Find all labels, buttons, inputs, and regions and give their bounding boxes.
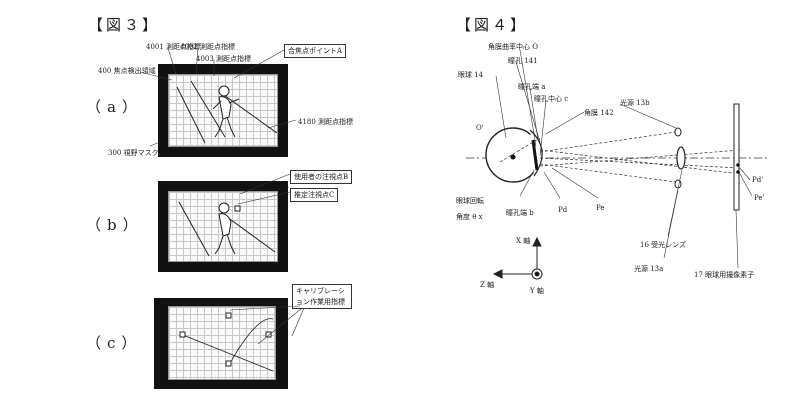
- label-eyeball-14: 眼球 14: [458, 71, 484, 79]
- person-figure-b: [214, 202, 236, 255]
- label-z-axis: Z 軸: [480, 281, 495, 289]
- focus-detection-area-a: [168, 74, 278, 147]
- person-figure-a: [212, 85, 240, 138]
- light-source-13a: [674, 179, 682, 189]
- pupil: [531, 139, 539, 171]
- panel-label-b: （b）: [86, 216, 144, 234]
- label-pupil-141: 瞳孔 141: [508, 57, 538, 65]
- coordinate-axes: [492, 236, 543, 280]
- label-light-13b: 光源 13b: [620, 99, 650, 107]
- calib-marker-bottom: [225, 360, 232, 367]
- label-pupil-center-c: 瞳孔中心 c: [534, 95, 569, 103]
- callout-user-gaze-b: 使用者の注視点B: [290, 170, 353, 184]
- viewfinder-b: [158, 181, 288, 272]
- callout-calibration-index: キャリブレーション作業用指標: [292, 284, 352, 309]
- focus-detection-area-b: [168, 191, 278, 262]
- callout-focus-point-a: 合焦点ポイントA: [284, 44, 347, 58]
- panel-label-a: （a）: [86, 98, 143, 116]
- callout-4180: 4180 測距点指標: [298, 118, 354, 126]
- callout-4002: 4002 測距点指標: [180, 43, 236, 51]
- calib-marker-right: [265, 331, 272, 338]
- label-cornea-center: 角膜曲率中心 O: [488, 43, 538, 51]
- label-pe: Pe: [596, 204, 605, 212]
- callout-focus-area: 400 焦点検出領域: [98, 67, 156, 75]
- callout-view-mask: 300 視野マスク: [108, 149, 159, 157]
- label-light-13a: 光源 13a: [634, 265, 664, 273]
- label-pe-prime: Pe': [754, 194, 765, 202]
- eyeball-center-dot: [510, 154, 516, 160]
- label-o-prime: O': [476, 124, 484, 132]
- calib-marker-left: [179, 331, 186, 338]
- callout-4003: 4003 測距点指標: [196, 55, 252, 63]
- eye-image-sensor-17: [733, 103, 740, 211]
- label-pd: Pd: [558, 206, 568, 214]
- label-receiving-lens: 16 受光レンズ: [640, 241, 686, 249]
- label-eye-rotation: 眼球回転: [456, 197, 484, 205]
- label-pupil-edge-b: 瞳孔端 b: [506, 209, 534, 217]
- callout-4001: 4001 測距点指標: [146, 43, 202, 51]
- label-pd-prime: Pd': [752, 176, 764, 184]
- diagram-b: [178, 201, 276, 257]
- label-angle-theta-x: 角度 θ x: [456, 213, 483, 221]
- calibration-area-c: [168, 306, 276, 380]
- fig3-title: 【図３】: [88, 16, 161, 34]
- label-y-axis: Y 軸: [530, 287, 544, 295]
- label-image-sensor: 17 眼球用撮像素子: [694, 271, 755, 279]
- gaze-point-b-marker: [234, 205, 241, 212]
- diagram-a: [176, 80, 277, 144]
- diagram-c: [179, 312, 274, 372]
- fig4-title: 【図４】: [456, 16, 529, 34]
- viewfinder-a: [158, 64, 288, 157]
- calib-marker-top: [225, 312, 232, 319]
- label-cornea-142: 角膜 142: [584, 109, 614, 117]
- viewfinder-c: [154, 298, 288, 389]
- light-source-13b: [674, 127, 682, 137]
- label-pupil-edge-a: 瞳孔端 a: [518, 83, 546, 91]
- callout-estimated-gaze-c: 推定注視点C: [290, 188, 339, 202]
- label-x-axis: X 軸: [516, 237, 531, 245]
- receiving-lens-16: [676, 146, 686, 170]
- panel-label-c: （c）: [86, 334, 143, 352]
